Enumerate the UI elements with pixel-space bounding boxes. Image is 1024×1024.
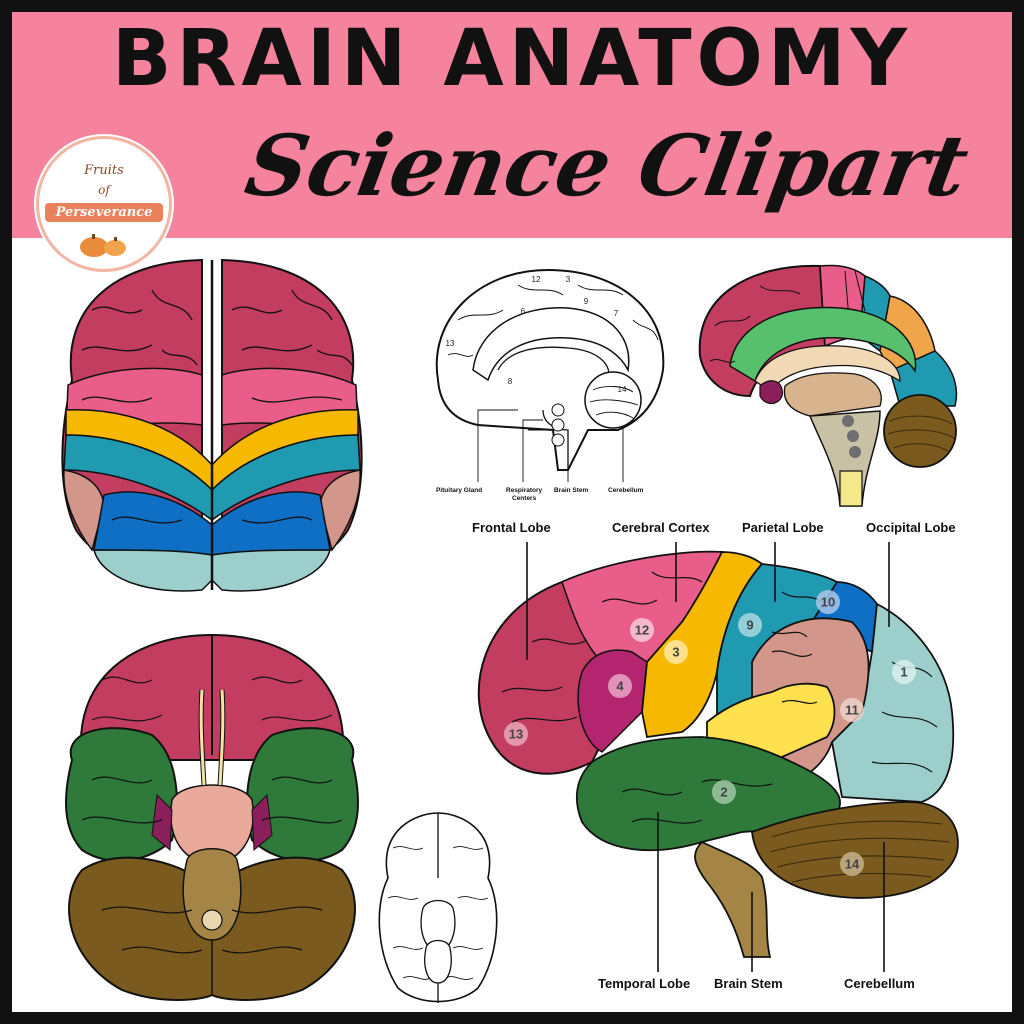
num-12: 12 [635, 623, 649, 638]
num-3: 3 [672, 645, 679, 660]
poster-subtitle: Science Clipart [238, 116, 976, 215]
number-marker: 11 [840, 698, 864, 722]
label-respiratory-centers-2: Centers [512, 495, 537, 502]
logo-line-1: Fruits [84, 163, 124, 178]
pumpkin-icon [39, 231, 169, 266]
number-marker: 4 [608, 674, 632, 698]
sagittal-number: 9 [584, 297, 589, 306]
num-1: 1 [900, 665, 907, 680]
sagittal-number: 12 [532, 275, 541, 284]
number-marker: 13 [504, 722, 528, 746]
label-brain-stem: Brain Stem [714, 976, 783, 991]
brain-bottom-lineart [378, 812, 498, 1003]
num-14: 14 [845, 857, 860, 872]
brand-logo: Fruits of Perseverance [36, 136, 172, 272]
brain-top-view [61, 258, 363, 592]
brain-sagittal-color [698, 264, 958, 507]
sagittal-number: 8 [508, 377, 513, 386]
title-banner: BRAIN ANATOMY Science Clipart [12, 12, 1012, 238]
label-brain-stem-small: Brain Stem [554, 487, 589, 494]
number-marker: 12 [630, 618, 654, 642]
label-frontal-lobe: Frontal Lobe [472, 520, 551, 535]
sagittal-number: 6 [521, 307, 526, 316]
num-11: 11 [845, 703, 859, 718]
brain-sagittal-lineart: 12 3 9 6 7 13 8 14 Pituitary Gland Respi… [435, 268, 665, 502]
label-occipital-lobe: Occipital Lobe [866, 520, 956, 535]
num-13: 13 [509, 727, 523, 742]
number-marker: 10 [816, 590, 840, 614]
label-parietal-lobe: Parietal Lobe [742, 520, 824, 535]
num-4: 4 [616, 679, 624, 694]
logo-line-2: of [98, 183, 110, 197]
sagittal-number: 3 [566, 275, 571, 284]
sagittal-number: 14 [618, 385, 627, 394]
poster-title: BRAIN ANATOMY [112, 14, 912, 104]
logo-line-3: Perseverance [45, 203, 163, 222]
label-temporal-lobe: Temporal Lobe [598, 976, 690, 991]
label-pituitary-gland: Pituitary Gland [436, 487, 482, 494]
num-10: 10 [821, 595, 835, 610]
num-9: 9 [746, 618, 753, 633]
label-cerebral-cortex: Cerebral Cortex [612, 520, 710, 535]
label-cerebellum: Cerebellum [844, 976, 915, 991]
sagittal-number: 7 [614, 309, 619, 318]
brain-bottom-view [65, 633, 359, 1001]
num-2: 2 [720, 785, 727, 800]
number-marker: 1 [892, 660, 916, 684]
number-marker: 2 [712, 780, 736, 804]
label-respiratory-centers: Respiratory [506, 487, 543, 494]
label-cerebellum-small: Cerebellum [608, 487, 644, 494]
number-marker: 3 [664, 640, 688, 664]
brain-lateral-labeled: 12 3 9 10 1 4 13 11 [472, 520, 959, 991]
number-marker: 14 [840, 852, 864, 876]
sagittal-number: 13 [446, 339, 455, 348]
number-marker: 9 [738, 613, 762, 637]
